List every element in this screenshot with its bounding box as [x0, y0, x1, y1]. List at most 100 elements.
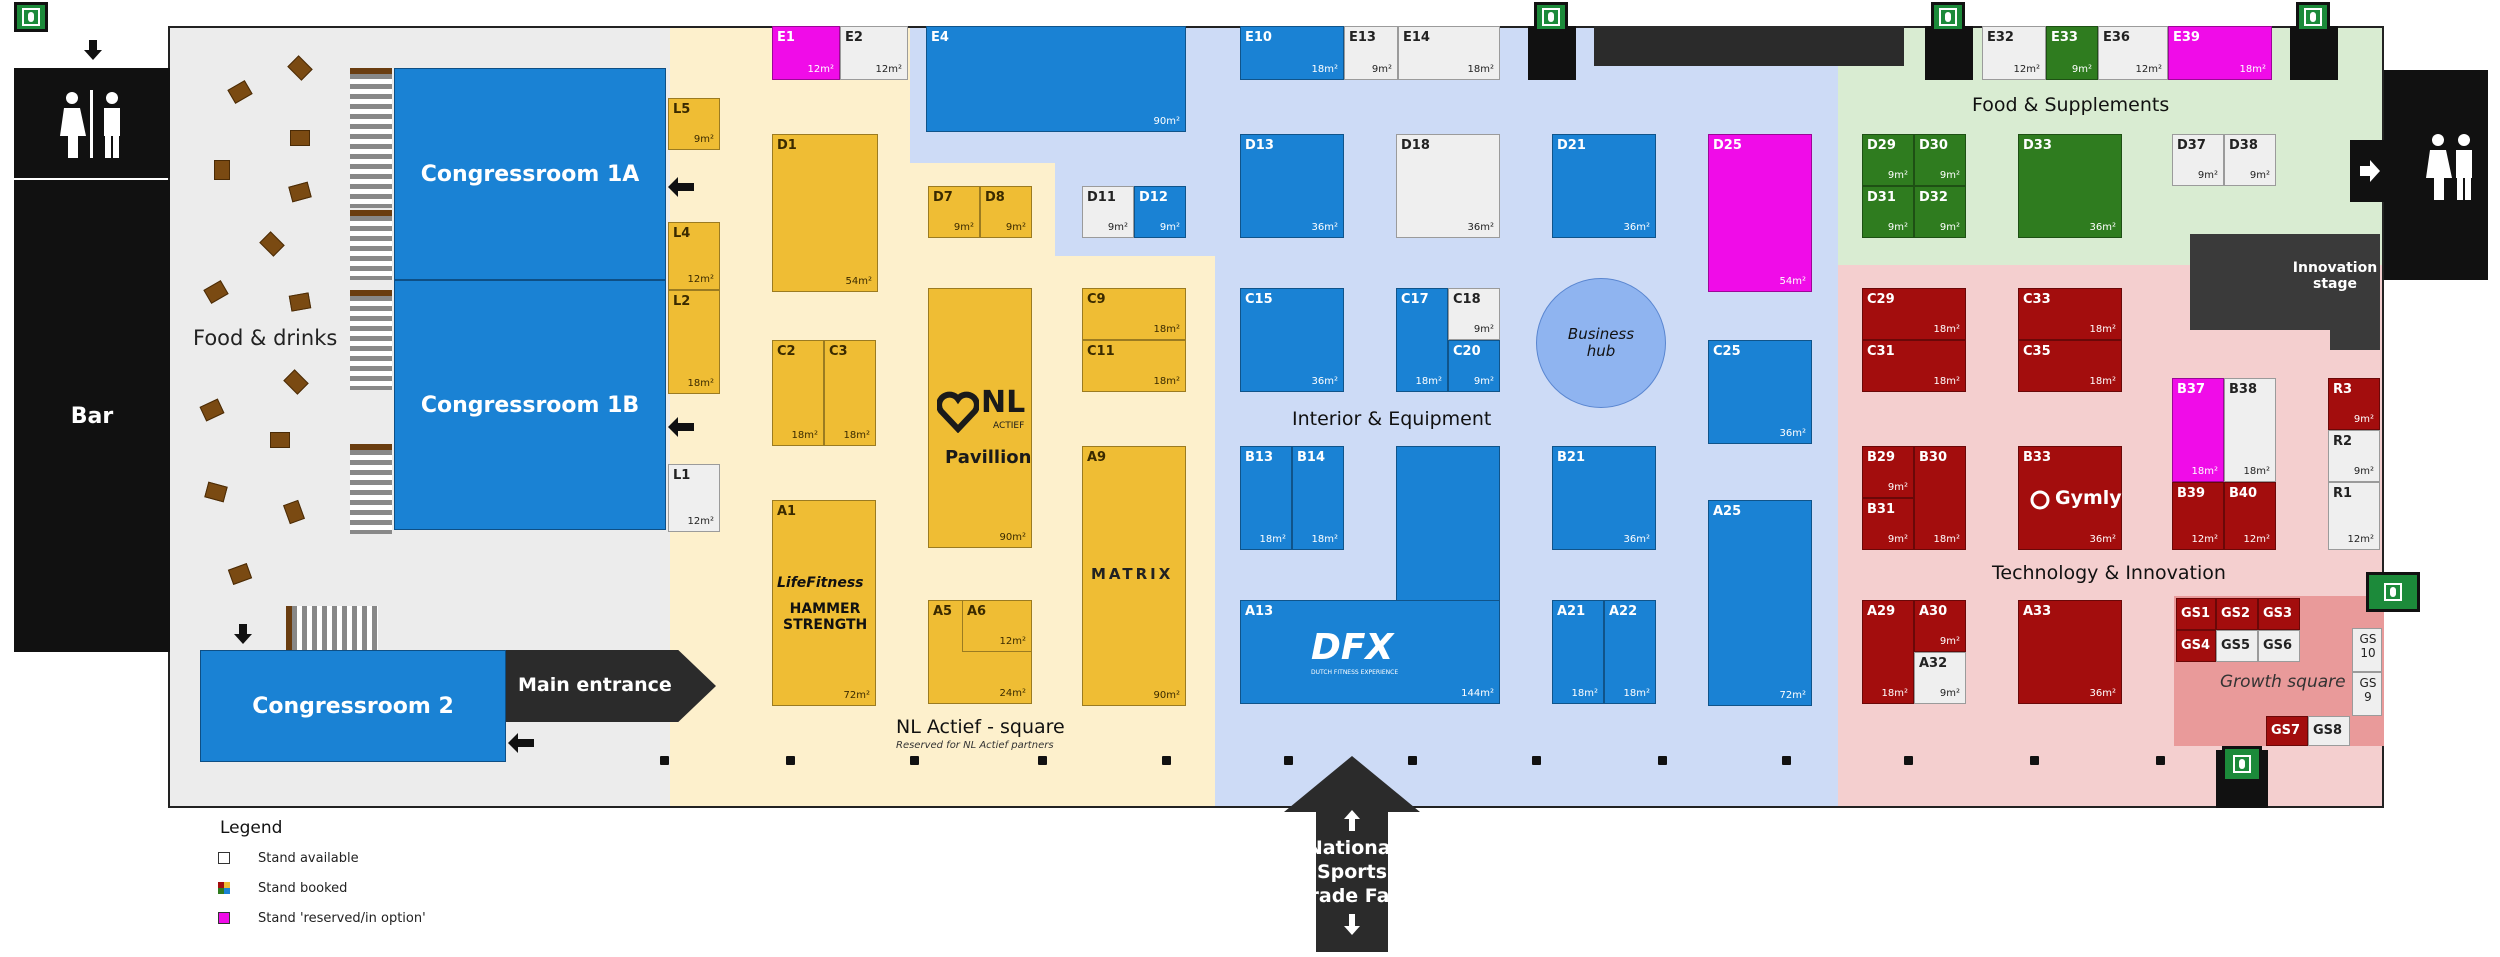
stand-a13-top[interactable] [1396, 446, 1500, 602]
stand-size: 9m² [1473, 324, 1494, 335]
stand-id: B21 [1557, 450, 1585, 465]
stand-id: C2 [777, 344, 796, 359]
stand-gs6[interactable]: GS6 [2258, 630, 2300, 662]
stand-gs4[interactable]: GS4 [2176, 630, 2216, 662]
stand-id: E14 [1403, 30, 1430, 45]
stand-id: L2 [673, 294, 691, 309]
congressroom-1b[interactable]: Congressroom 1B [394, 280, 666, 530]
stand-id: C9 [1087, 292, 1106, 307]
stand-gs2[interactable]: GS2 [2216, 598, 2258, 630]
stand-gs3[interactable]: GS3 [2258, 598, 2300, 630]
stand-size: 9m² [1887, 222, 1908, 233]
arrow-left-icon [668, 176, 696, 203]
stand-gs8[interactable]: GS8 [2308, 716, 2350, 746]
stand-gs9[interactable]: GS 9 [2352, 672, 2382, 716]
stand-gs1[interactable]: GS1 [2176, 598, 2216, 630]
congressroom-1a[interactable]: Congressroom 1A [394, 68, 666, 280]
stand-size: 18m² [1933, 534, 1960, 545]
stand-id: E36 [2103, 30, 2130, 45]
stand-size: 12m² [2243, 534, 2270, 545]
main-entrance-arrow[interactable]: Main entrance [506, 644, 718, 728]
trade-fair-entrance[interactable]: National Sports Trade Fair [1284, 756, 1420, 952]
pillar [1162, 756, 1171, 765]
stand-gs7[interactable]: GS7 [2266, 716, 2308, 746]
stand-gs10[interactable]: GS 10 [2352, 628, 2382, 672]
congressroom-2[interactable]: Congressroom 2 [200, 650, 506, 762]
stand-id: A1 [777, 504, 797, 519]
pillar [1408, 756, 1417, 765]
stand-pavillion[interactable]: 90m² NL ACTIEF Pavillion [928, 288, 1032, 548]
stand-gs5[interactable]: GS5 [2216, 630, 2258, 662]
business-hub[interactable]: Business hub [1536, 278, 1666, 408]
